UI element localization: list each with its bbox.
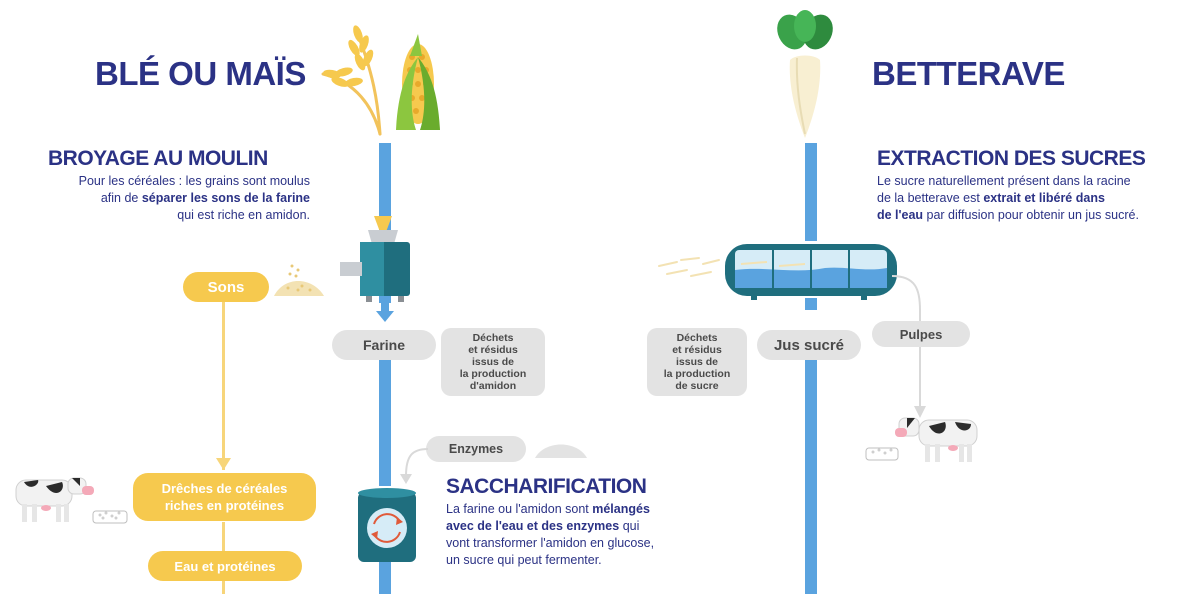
pill-eau-proteines: Eau et protéines [148, 551, 302, 581]
desc-line: avec de l'eau et des enzymes qui [446, 518, 706, 535]
arrow-down-icon [216, 458, 231, 470]
desc-text: afin de [100, 191, 142, 205]
box-line: la production [459, 368, 527, 380]
pill-farine: Farine [332, 330, 436, 360]
box-dechets-sucre: Déchets et résidus issus de la productio… [647, 328, 747, 396]
box-line: Déchets [676, 332, 718, 344]
arrow-curve-icon [891, 275, 926, 418]
box-line: et résidus [672, 344, 722, 356]
box-line: la production [663, 368, 731, 380]
pill-line: Drêches de céréales [161, 481, 288, 496]
desc-line: un sucre qui peut fermenter. [446, 553, 602, 567]
step-broyage-title: BROYAGE AU MOULIN [48, 147, 268, 170]
box-line: issus de [471, 356, 515, 368]
saccharification-tank-icon [358, 488, 416, 562]
box-line: d'amidon [469, 380, 517, 392]
box-dechets-amidon: Déchets et résidus issus de la productio… [441, 328, 545, 396]
box-line: et résidus [468, 344, 518, 356]
step-saccharification-title: SACCHARIFICATION [446, 475, 647, 498]
flow-line-blue [805, 360, 817, 594]
flow-line-blue [805, 298, 817, 310]
flow-line-blue [379, 356, 391, 486]
desc-text: La farine ou l'amidon sont [446, 502, 593, 516]
flow-line-blue [379, 556, 391, 594]
desc-highlight: avec de l'eau et des enzymes [446, 519, 620, 533]
bran-pile-icon [274, 264, 324, 296]
arrow-curve-icon [400, 448, 429, 484]
title-betterave: BETTERAVE [872, 55, 1065, 92]
step-extraction-title: EXTRACTION DES SUCRES [877, 147, 1146, 170]
diffuser-tank-icon [658, 244, 897, 300]
step-extraction-desc: Le sucre naturellement présent dans la r… [877, 173, 1187, 224]
pill-enzymes: Enzymes [426, 436, 526, 462]
feed-trough-icon [92, 510, 128, 524]
wheat-corn-icon [321, 25, 440, 136]
desc-highlight: séparer les sons de la farine [141, 191, 310, 205]
arrow-down-icon [376, 302, 394, 322]
pill-jus-sucre: Jus sucré [757, 330, 861, 360]
pill-pulpes: Pulpes [872, 321, 970, 347]
desc-line: Pour les céréales : les grains sont moul… [78, 174, 310, 188]
pill-line: riches en protéines [164, 498, 285, 513]
desc-text: de la betterave est [877, 191, 984, 205]
cow-icon [15, 477, 94, 522]
beet-icon [777, 10, 833, 138]
cow-icon [895, 417, 978, 462]
step-saccharification-desc: La farine ou l'amidon sont mélangés avec… [446, 501, 706, 569]
desc-line: La farine ou l'amidon sont mélangés [446, 501, 706, 518]
flow-line-blue [805, 143, 817, 241]
desc-line: qui est riche en amidon. [177, 208, 310, 222]
desc-text: par diffusion pour obtenir un jus sucré. [923, 208, 1139, 222]
feed-trough-icon [865, 447, 899, 461]
step-broyage-desc: Pour les céréales : les grains sont moul… [40, 173, 310, 224]
desc-highlight: de l'eau [877, 208, 924, 222]
flow-line-yellow [222, 522, 225, 552]
box-line: Déchets [472, 332, 514, 344]
pill-dreches: Drêches de céréales riches en protéines [133, 473, 316, 521]
desc-line: vont transformer l'amidon en glucose, [446, 536, 655, 550]
desc-line: Le sucre naturellement présent dans la r… [877, 174, 1131, 188]
title-ble-mais: BLÉ OU MAÏS [95, 55, 306, 92]
box-line: de sucre [675, 380, 719, 392]
desc-line: de l'eau par diffusion pour obtenir un j… [877, 207, 1187, 224]
desc-highlight: mélangés [592, 502, 650, 516]
desc-highlight: extrait et libéré dans [983, 191, 1105, 205]
desc-line: afin de séparer les sons de la farine [40, 190, 310, 207]
flow-line-yellow [222, 580, 225, 594]
desc-line: de la betterave est extrait et libéré da… [877, 190, 1187, 207]
box-line: issus de [675, 356, 719, 368]
enzyme-powder-icon [535, 444, 587, 458]
mill-machine-icon [340, 216, 410, 302]
flow-line-yellow [222, 302, 225, 470]
pill-sons: Sons [183, 272, 269, 302]
desc-text: qui [619, 519, 640, 533]
